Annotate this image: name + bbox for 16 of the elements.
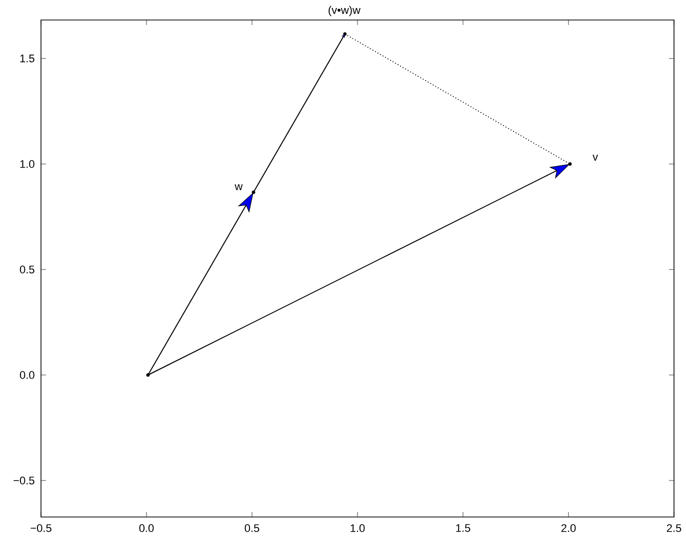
tick-label: 0.5 — [244, 524, 260, 532]
vector-label: (v•w)w — [328, 6, 360, 16]
tick-label: 1.0 — [350, 524, 365, 532]
tick-label: 1.5 — [456, 524, 470, 532]
tick-label: 0.5 — [20, 266, 34, 274]
vector-arrow — [253, 34, 345, 193]
vector-label: v — [592, 154, 598, 161]
tick-label: −0.5 — [30, 524, 52, 532]
tick-label: 0.0 — [139, 524, 154, 532]
tick-label: 2.0 — [561, 524, 576, 532]
tick-label: −0.5 — [14, 476, 34, 484]
vector-label: w — [234, 184, 243, 190]
tick-label: 1.0 — [20, 160, 34, 168]
tick-label: 0.0 — [20, 371, 34, 379]
tick-label: 1.5 — [20, 54, 34, 62]
tick-label: 2.5 — [666, 524, 682, 532]
